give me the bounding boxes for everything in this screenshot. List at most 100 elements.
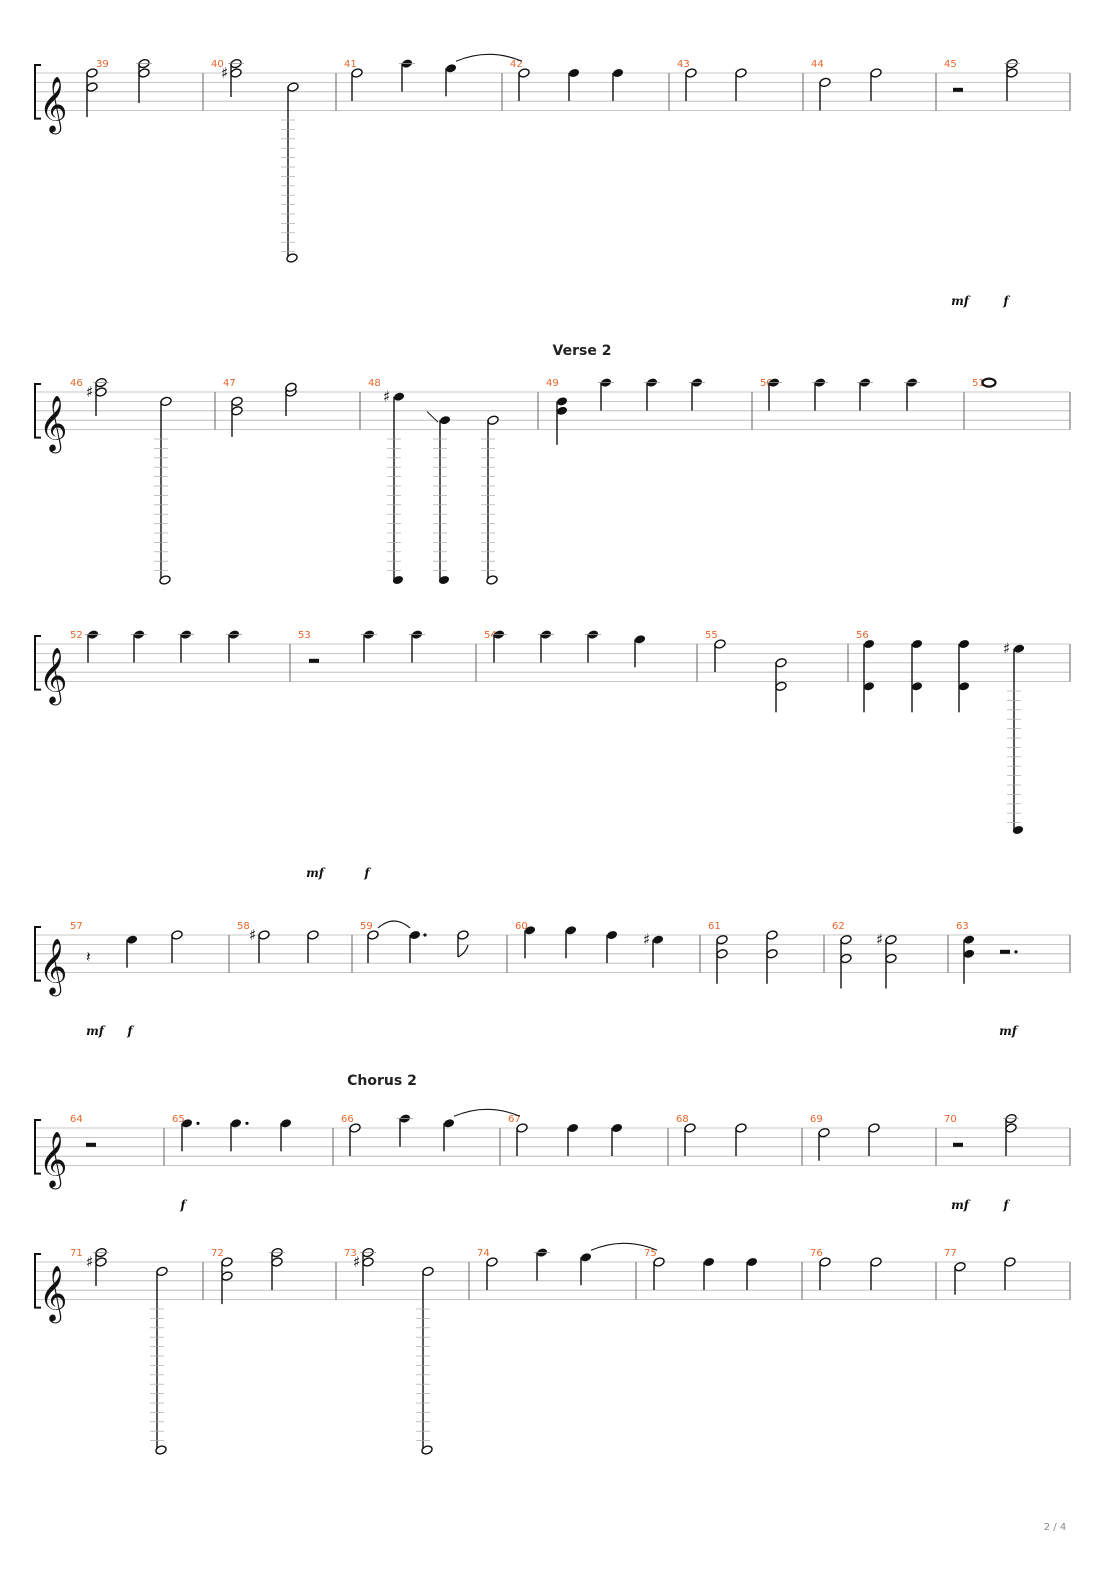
measure-number: 59 xyxy=(360,921,373,932)
treble-clef-icon: 𝄞 xyxy=(39,1132,67,1190)
sharp-icon: ♯ xyxy=(86,383,93,401)
sharp-icon: ♯ xyxy=(1003,640,1010,658)
dynamic-marking: f xyxy=(1002,294,1010,308)
dynamic-marking: f xyxy=(1002,1198,1010,1212)
note-head xyxy=(439,416,451,425)
measure-number: 60 xyxy=(515,921,528,932)
note-head xyxy=(556,397,568,406)
dynamic-marking: mf xyxy=(999,1024,1019,1038)
measure-number: 51 xyxy=(972,378,985,389)
sharp-icon: ♯ xyxy=(643,931,650,949)
measure-number: 64 xyxy=(70,1114,83,1125)
tie-curve xyxy=(377,920,411,929)
measure-number: 49 xyxy=(546,378,559,389)
note-head xyxy=(703,1258,715,1266)
note-head xyxy=(565,926,577,935)
measure-number: 58 xyxy=(237,921,250,932)
measure-number: 57 xyxy=(70,921,83,932)
measure-number: 65 xyxy=(172,1114,185,1125)
measure-number: 71 xyxy=(70,1248,83,1259)
tie-curve xyxy=(453,1108,521,1117)
note-head xyxy=(393,392,405,401)
treble-clef-icon: 𝄞 xyxy=(39,77,67,135)
note-head xyxy=(286,253,298,263)
measure-number: 50 xyxy=(760,378,773,389)
measure-number: 69 xyxy=(810,1114,823,1125)
note-head xyxy=(746,1258,758,1266)
measure-number: 61 xyxy=(708,921,721,932)
half-rest-icon xyxy=(86,1142,96,1147)
treble-clef-icon: 𝄞 xyxy=(39,939,67,997)
measure-number: 47 xyxy=(223,378,236,389)
page-number: 2 / 4 xyxy=(1044,1522,1066,1533)
measure-number: 70 xyxy=(944,1114,957,1125)
note-head xyxy=(580,1253,592,1262)
note-head xyxy=(958,640,970,648)
tie-curve xyxy=(455,53,523,62)
half-rest-icon xyxy=(1000,949,1010,954)
note-head xyxy=(443,1119,455,1128)
note-head xyxy=(409,931,421,939)
slide-mark xyxy=(426,411,439,423)
measure-number: 72 xyxy=(211,1248,224,1259)
measure-number: 40 xyxy=(211,59,224,70)
dot xyxy=(245,1121,249,1125)
system-bracket-icon xyxy=(34,926,41,982)
note-head xyxy=(606,931,618,939)
measure-number: 63 xyxy=(956,921,969,932)
dot xyxy=(196,1121,200,1125)
note-head xyxy=(863,682,875,691)
whole-note xyxy=(981,377,997,388)
dynamic-marking: mf xyxy=(86,1024,106,1038)
tie-curve xyxy=(590,1242,658,1251)
system-bracket-icon xyxy=(34,635,41,691)
treble-clef-icon: 𝄞 xyxy=(39,648,67,706)
measure-number: 56 xyxy=(856,630,869,641)
note-head xyxy=(486,575,498,585)
measure-number: 76 xyxy=(810,1248,823,1259)
note-head xyxy=(652,935,664,944)
measure-number: 48 xyxy=(368,378,381,389)
note-head xyxy=(611,1124,623,1132)
note-head xyxy=(421,1445,433,1455)
eighth-flag-icon xyxy=(457,944,469,958)
half-rest-icon xyxy=(953,87,963,92)
note-head xyxy=(280,1119,292,1128)
measure-number: 39 xyxy=(96,59,109,70)
half-rest-icon xyxy=(953,1142,963,1147)
dynamic-marking: f xyxy=(363,866,371,880)
note-head xyxy=(911,640,923,648)
note-head xyxy=(568,69,580,77)
dynamic-marking: mf xyxy=(951,1198,971,1212)
measure-number: 55 xyxy=(705,630,718,641)
dynamic-marking: mf xyxy=(951,294,971,308)
dynamic-marking: f xyxy=(126,1024,134,1038)
note-head xyxy=(963,935,975,944)
dot xyxy=(1014,950,1018,954)
sharp-icon: ♯ xyxy=(86,1253,93,1271)
note-head xyxy=(958,682,970,691)
treble-clef-icon: 𝄞 xyxy=(39,396,67,454)
sharp-icon: ♯ xyxy=(353,1253,360,1271)
measure-number: 73 xyxy=(344,1248,357,1259)
measure-number: 54 xyxy=(484,630,497,641)
note-head xyxy=(1013,644,1025,653)
measure-number: 42 xyxy=(510,59,523,70)
note-head xyxy=(155,1445,167,1455)
note-head xyxy=(1012,826,1024,834)
dynamic-marking: f xyxy=(179,1198,187,1212)
note-head xyxy=(556,406,568,415)
measure-number: 53 xyxy=(298,630,311,641)
half-rest-icon xyxy=(309,658,319,663)
note-head xyxy=(438,576,450,584)
system-bracket-icon xyxy=(34,1119,41,1175)
measure-number: 77 xyxy=(944,1248,957,1259)
measure-number: 75 xyxy=(644,1248,657,1259)
system-bracket-icon xyxy=(34,64,41,120)
note-head xyxy=(230,1119,242,1128)
measure-number: 43 xyxy=(677,59,690,70)
note-head xyxy=(445,64,457,73)
sharp-icon: ♯ xyxy=(221,64,228,82)
sharp-icon: ♯ xyxy=(876,931,883,949)
